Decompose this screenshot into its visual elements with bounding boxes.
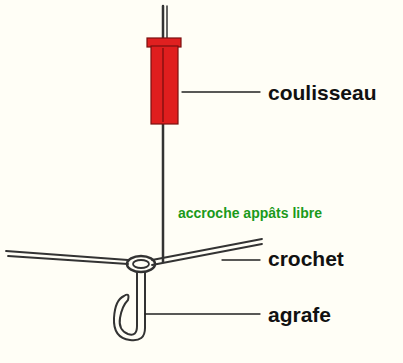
crossbar-right [152, 239, 262, 265]
sleeve [151, 46, 178, 124]
leader-line [182, 91, 260, 92]
part-name: coulisseau [268, 82, 377, 103]
hook-eye [127, 256, 155, 272]
note: accroche appâts libre [178, 206, 322, 220]
leader-line [222, 259, 260, 260]
part-name: agrafe [268, 304, 331, 325]
leader-line [145, 313, 260, 314]
hook-eye-inner [133, 260, 149, 268]
crossbar-left [6, 251, 128, 264]
clip [114, 272, 145, 340]
sleeve-bore [162, 48, 164, 122]
part-name: crochet [268, 248, 344, 269]
